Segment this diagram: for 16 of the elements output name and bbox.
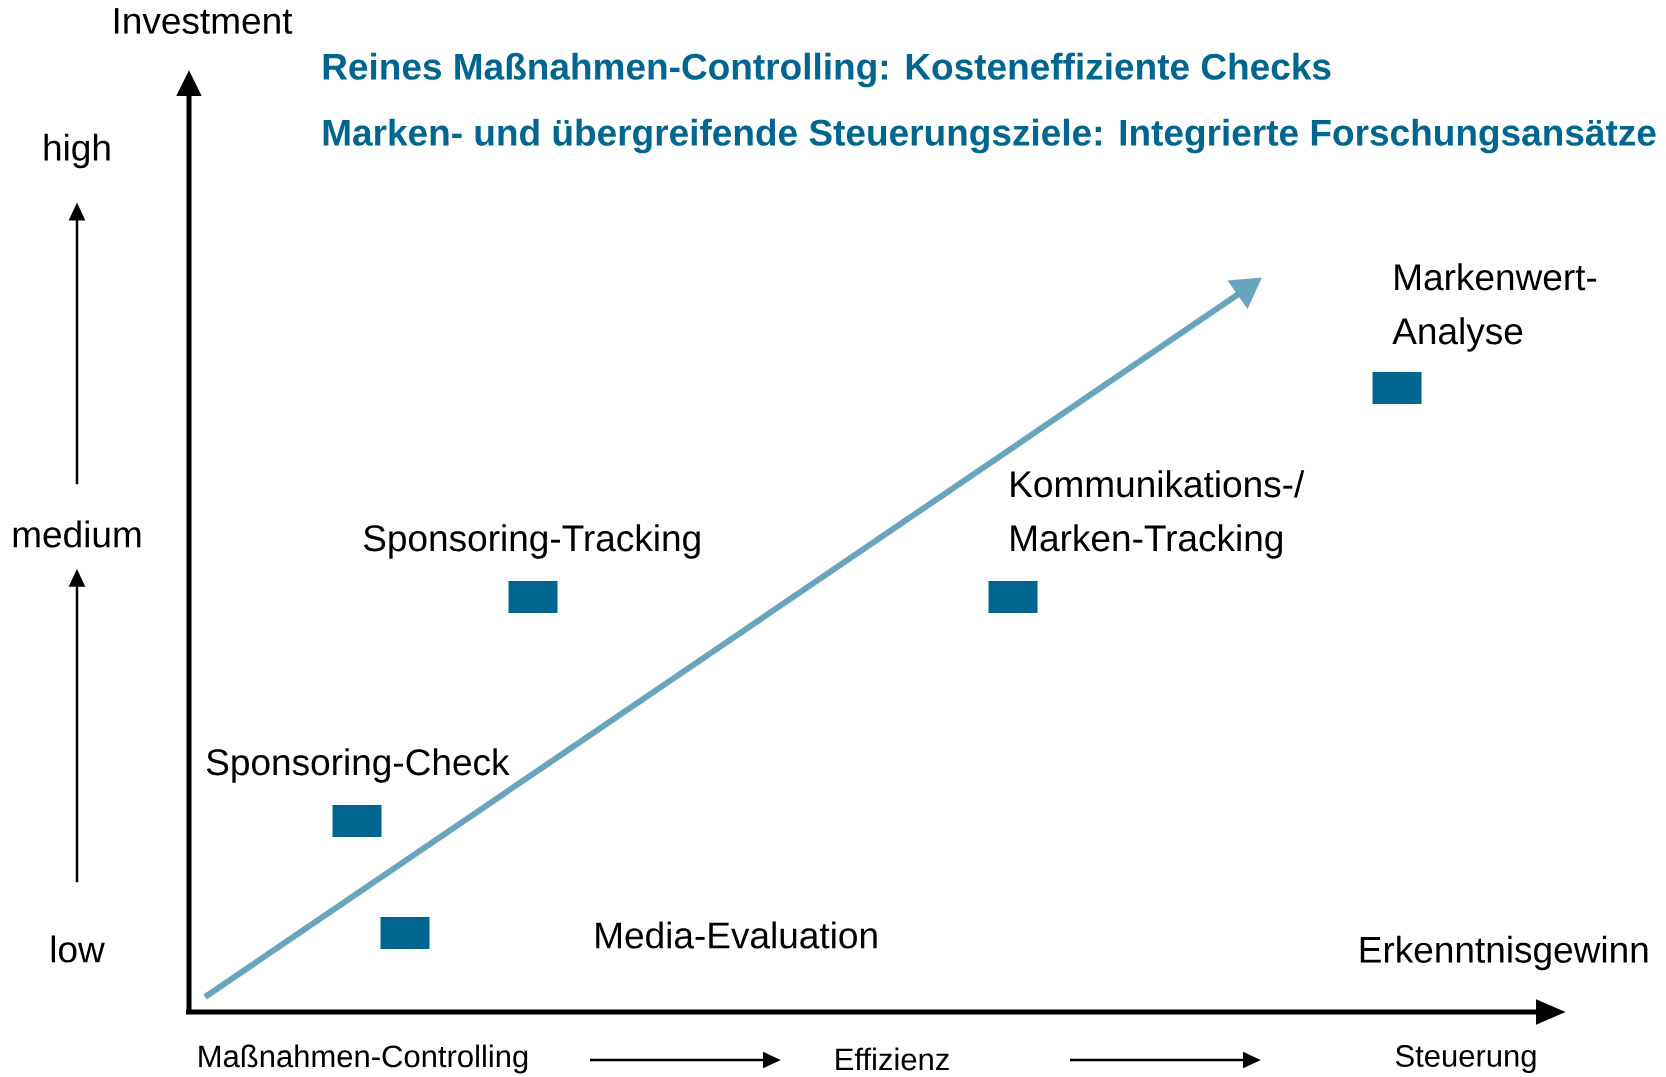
axis-title: Erkenntnisgewinn bbox=[1360, 935, 1648, 971]
marker-square bbox=[380, 917, 430, 949]
axis-stage: Effizienz bbox=[836, 1047, 949, 1071]
item-label: Media-Evaluation bbox=[596, 921, 877, 949]
item-label: Sponsoring-Check bbox=[206, 748, 510, 783]
axis-level: low bbox=[51, 935, 105, 963]
axis-stage: Maßnahmen-Controlling bbox=[199, 1044, 528, 1074]
axis-level: high bbox=[44, 133, 110, 169]
axis-title: Investment bbox=[114, 8, 293, 34]
heading: Marken- und übergreifende Steuerungsziele: Integrierte Forschungsansätze bbox=[323, 118, 1656, 154]
item-label: Sponsoring-Tracking bbox=[363, 524, 700, 559]
item-label: Markenwert- Analyse bbox=[1392, 263, 1597, 352]
axis-stage: Steuerung bbox=[1395, 1045, 1536, 1074]
axis-level: medium bbox=[13, 520, 141, 548]
item-label: Kommunikations-/ Marken-Tracking bbox=[1011, 470, 1305, 559]
heading: Reines Maßnahmen-Controlling: Kosteneffiziente Checks bbox=[323, 52, 1331, 88]
